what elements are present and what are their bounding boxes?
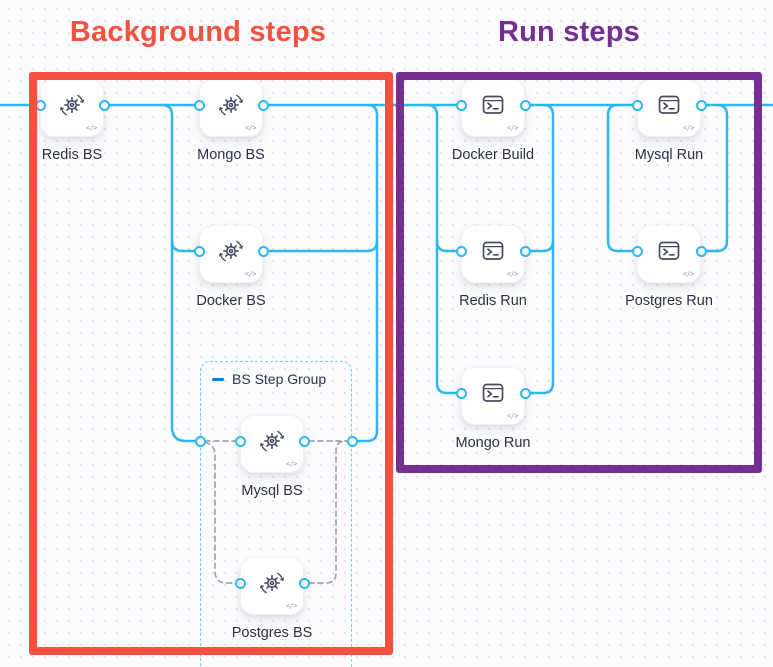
step-node-mysql-bs[interactable]: </> <box>240 415 304 473</box>
step-label-postgres-run: Postgres Run <box>625 293 713 309</box>
run-steps-outline <box>396 72 762 473</box>
step-label-redis-bs: Redis BS <box>41 147 103 163</box>
port-right-docker-bs[interactable] <box>257 245 269 257</box>
port-left-postgres-bs[interactable] <box>234 577 246 589</box>
port-left-docker-bs[interactable] <box>193 245 205 257</box>
port-right-redis-bs[interactable] <box>98 99 110 111</box>
collapse-minus-icon[interactable] <box>212 378 224 381</box>
port-left-redis-run[interactable] <box>455 245 467 257</box>
code-badge: </> <box>506 412 519 420</box>
step-label-redis-run: Redis Run <box>459 293 527 309</box>
background-step-icon <box>219 240 243 262</box>
background-step-icon <box>260 430 284 452</box>
run-step-icon <box>482 383 504 402</box>
step-node-postgres-run[interactable]: </> <box>637 225 701 283</box>
step-label-docker-bs: Docker BS <box>196 293 266 309</box>
run-step-icon <box>658 241 680 260</box>
step-label-docker-build: Docker Build <box>451 147 535 163</box>
run-step-icon <box>482 95 504 114</box>
background-step-icon <box>260 572 284 594</box>
port-right-postgres-bs[interactable] <box>298 577 310 589</box>
code-badge: </> <box>682 270 695 278</box>
code-badge: </> <box>244 270 257 278</box>
port-right-redis-run[interactable] <box>519 245 531 257</box>
code-badge: </> <box>682 124 695 132</box>
port-right-postgres-run[interactable] <box>695 245 707 257</box>
background-step-icon <box>219 94 243 116</box>
run-step-icon <box>482 241 504 260</box>
port-right-mongo-run[interactable] <box>519 387 531 399</box>
port-left-docker-build[interactable] <box>455 99 467 111</box>
step-label-mysql-bs: Mysql BS <box>241 483 303 499</box>
step-label-mongo-run: Mongo Run <box>455 435 531 451</box>
code-badge: </> <box>285 602 298 610</box>
port-right-docker-build[interactable] <box>519 99 531 111</box>
code-badge: </> <box>285 460 298 468</box>
port-left-mongo-run[interactable] <box>455 387 467 399</box>
port-left-mongo-bs[interactable] <box>193 99 205 111</box>
step-node-postgres-bs[interactable]: </> <box>240 557 304 615</box>
step-group-label[interactable]: BS Step Group <box>232 371 327 387</box>
port-step-group-left[interactable] <box>194 435 206 447</box>
port-left-mysql-run[interactable] <box>631 99 643 111</box>
run-step-icon <box>658 95 680 114</box>
port-right-mysql-bs[interactable] <box>298 435 310 447</box>
step-node-mongo-bs[interactable]: </> <box>199 79 263 137</box>
port-step-group-right[interactable] <box>346 435 358 447</box>
background-step-icon <box>60 94 84 116</box>
code-badge: </> <box>506 124 519 132</box>
background-steps-title: Background steps <box>69 16 327 48</box>
port-left-mysql-bs[interactable] <box>234 435 246 447</box>
step-label-mongo-bs: Mongo BS <box>197 147 265 163</box>
code-badge: </> <box>506 270 519 278</box>
step-label-postgres-bs: Postgres BS <box>231 625 313 641</box>
port-left-postgres-run[interactable] <box>631 245 643 257</box>
code-badge: </> <box>85 124 98 132</box>
step-label-mysql-run: Mysql Run <box>634 147 704 163</box>
background-steps-outline <box>29 72 393 655</box>
run-steps-title: Run steps <box>498 16 640 48</box>
port-right-mongo-bs[interactable] <box>257 99 269 111</box>
dashed-group-connectors <box>204 440 348 584</box>
bs-step-group-box <box>200 361 352 667</box>
port-right-mysql-run[interactable] <box>695 99 707 111</box>
step-node-docker-bs[interactable]: </> <box>199 225 263 283</box>
code-badge: </> <box>244 124 257 132</box>
